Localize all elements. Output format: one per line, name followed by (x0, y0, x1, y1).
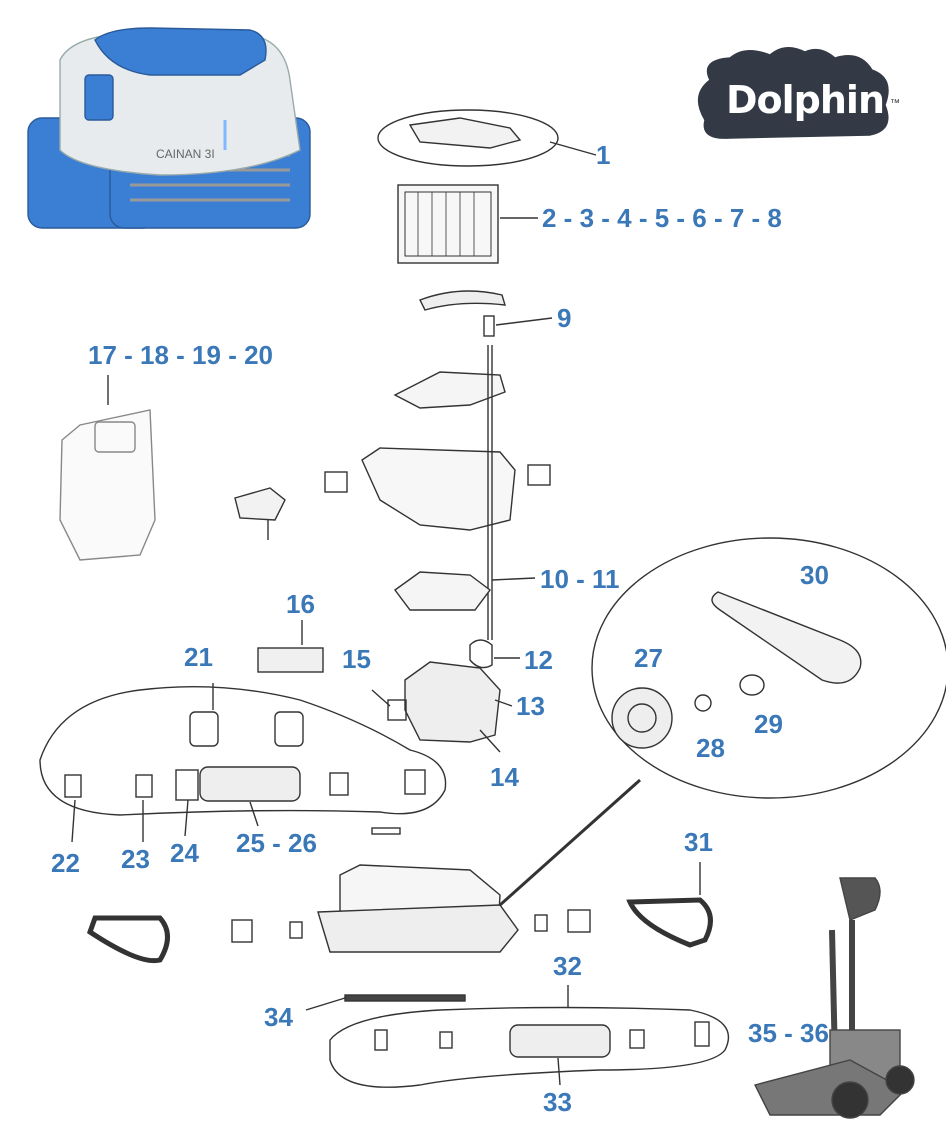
robot-chassis-base (317, 864, 519, 953)
trademark-symbol: ™ (890, 98, 900, 109)
callout-30: 30 (800, 560, 829, 590)
callout-32: 32 (553, 951, 582, 981)
part-10-11-motor-cover (394, 571, 536, 611)
callout-31: 31 (684, 827, 713, 857)
callout-22: 22 (51, 848, 80, 878)
callout-17-20: 17 - 18 - 19 - 20 (88, 340, 273, 370)
callout-1: 1 (596, 140, 611, 170)
callout-33: 33 (543, 1087, 572, 1117)
part-16-small-plate (257, 620, 324, 673)
dolphin-logo (697, 47, 889, 139)
bracket-part (234, 487, 286, 540)
callout-27: 27 (634, 643, 663, 673)
callout-13: 13 (516, 691, 545, 721)
right-track-31 (626, 862, 713, 948)
callout-23: 23 (121, 844, 150, 874)
part-2-8-filter-basket (397, 184, 538, 264)
brand-logo-text: Dolphin (726, 78, 885, 122)
callout-21: 21 (184, 642, 213, 672)
rear-brush-assembly (305, 985, 730, 1088)
part-1-filter-cover (377, 109, 597, 167)
callout-25-26: 25 - 26 (236, 828, 317, 858)
gear-detail-circle (499, 537, 946, 907)
callout-9: 9 (557, 303, 572, 333)
callout-35-36: 35 - 36 (748, 1018, 829, 1048)
callout-34: 34 (264, 1002, 293, 1032)
callout-2-8: 2 - 3 - 4 - 5 - 6 - 7 - 8 (542, 203, 782, 233)
upper-housing (324, 345, 551, 640)
callout-15: 15 (342, 644, 371, 674)
callout-28: 28 (696, 733, 725, 763)
left-track (86, 915, 170, 964)
part-13-14-motor-unit (371, 661, 513, 753)
callout-14: 14 (490, 762, 519, 792)
part-9-handle-connector (419, 290, 553, 337)
callout-29: 29 (754, 709, 783, 739)
callout-12: 12 (524, 645, 553, 675)
callout-10-11: 10 - 11 (540, 564, 620, 594)
caddy-cart-photo (753, 877, 915, 1119)
callout-24: 24 (170, 838, 199, 868)
part-12-cable-clip (469, 639, 520, 669)
robot-cleaner-photo (27, 27, 311, 229)
callout-16: 16 (286, 589, 315, 619)
front-brush-assembly (39, 683, 447, 843)
part-17-20-side-cover (59, 375, 156, 561)
robot-model-label: CAINAN 3I (156, 147, 215, 161)
